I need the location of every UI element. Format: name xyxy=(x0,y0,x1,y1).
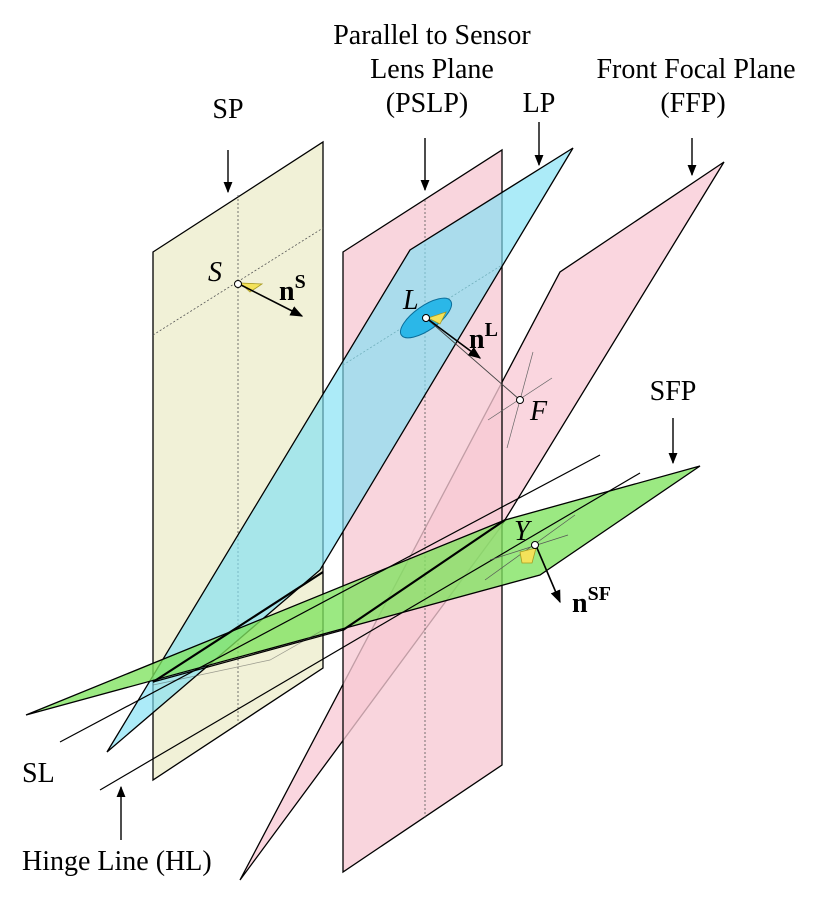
normal-sf-label: nSF xyxy=(572,583,611,619)
point-s-label: S xyxy=(208,257,222,288)
pslp-label-line2: Lens Plane xyxy=(370,54,494,85)
normal-vector-sf xyxy=(536,547,561,604)
sharp-focus-plane xyxy=(25,465,701,716)
point-l xyxy=(422,314,430,322)
sl-label: SL xyxy=(22,758,55,789)
lens-normal-marker xyxy=(426,311,447,325)
sfp-inner-edge xyxy=(152,629,344,683)
ffp-label-line1: Front Focal Plane xyxy=(596,54,795,85)
y-cross-line-b xyxy=(484,514,576,581)
hinge-line xyxy=(99,472,641,791)
normal-vector-s xyxy=(240,284,304,317)
sensor-line xyxy=(59,454,601,743)
point-l-label: L xyxy=(402,285,419,316)
ffp-label-line2: (FFP) xyxy=(660,88,725,119)
sfp-normal-marker xyxy=(519,547,537,564)
hl-label: Hinge Line (HL) xyxy=(22,846,212,877)
point-y-label: Y xyxy=(514,516,533,547)
lp-label: LP xyxy=(523,88,556,119)
normal-s-label: nS xyxy=(279,271,306,307)
optical-axis xyxy=(425,317,521,401)
sp-label: SP xyxy=(212,94,243,125)
sfp-label: SFP xyxy=(650,376,697,407)
lens-plane xyxy=(106,147,574,753)
normal-vector-l xyxy=(428,319,482,359)
y-cross-line-a xyxy=(489,534,569,561)
point-s xyxy=(234,280,242,288)
ffp-sfp-intersection xyxy=(342,519,506,631)
normal-l-label: nL xyxy=(469,319,498,355)
point-f xyxy=(516,396,524,404)
point-f-label: F xyxy=(529,396,548,427)
pslp-label-line1: Parallel to Sensor xyxy=(333,20,531,51)
sp-lp-intersection xyxy=(152,571,324,683)
pslp-label-line3: (PSLP) xyxy=(386,88,468,119)
point-y xyxy=(531,541,539,549)
